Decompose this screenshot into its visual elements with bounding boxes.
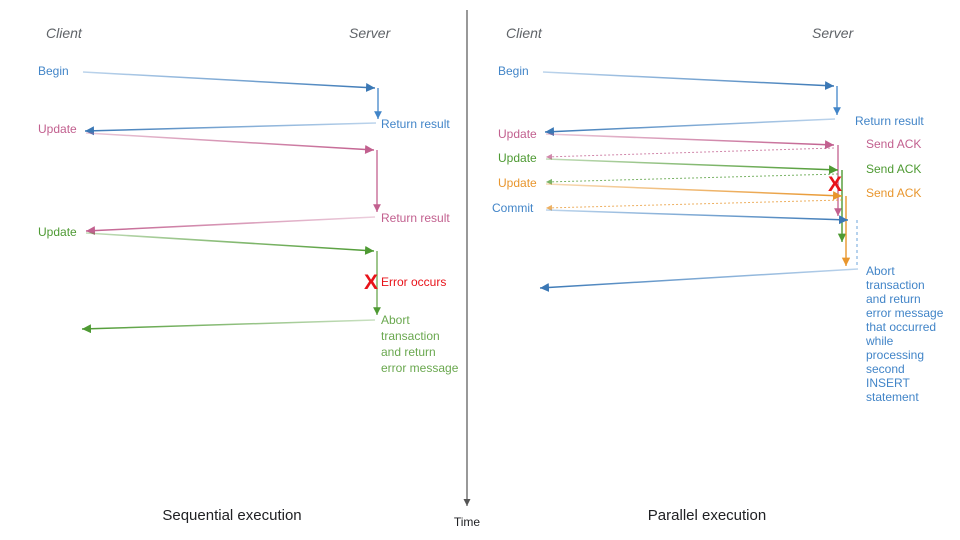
note-line: and return	[381, 345, 436, 359]
arrow-update2-request	[545, 158, 839, 175]
arrow-ack3-dotted	[545, 199, 843, 211]
label-begin: Begin	[38, 64, 69, 78]
lane-title-server: Server	[349, 25, 392, 41]
note-line: error message	[866, 306, 944, 320]
arrow-commit-request	[545, 209, 849, 225]
note-line: while	[865, 334, 894, 348]
label-begin: Begin	[498, 64, 529, 78]
label-send-ack-2: Send ACK	[866, 162, 921, 176]
arrow-begin-return	[84, 122, 377, 136]
note-line: transaction	[866, 278, 925, 292]
label-return-result-1: Return result	[381, 117, 450, 131]
label-commit: Commit	[492, 201, 534, 215]
note-line: error message	[381, 361, 459, 375]
note-line: INSERT	[866, 376, 910, 390]
arrow-update3-request	[545, 183, 843, 201]
error-x-icon: X	[828, 173, 842, 196]
note-line: statement	[866, 390, 919, 404]
label-send-ack-1: Send ACK	[866, 137, 921, 151]
error-x-icon: X	[364, 271, 378, 294]
label-error-occurs: Error occurs	[381, 275, 446, 289]
arrow-update1-return	[85, 216, 376, 236]
panel-sequential: Client Server Begin Update Update Retur	[38, 25, 459, 524]
note-abort-parallel: Abort transaction and return error messa…	[865, 264, 944, 404]
arrow-abort-return	[539, 268, 859, 292]
arrow-update2-request	[85, 232, 375, 255]
label-update-1: Update	[498, 127, 537, 141]
panel-parallel: Client Server	[492, 25, 944, 524]
lane-title-server: Server	[812, 25, 855, 41]
lane-title-client: Client	[506, 25, 543, 41]
note-line: Abort	[866, 264, 895, 278]
caption-parallel: Parallel execution	[648, 507, 766, 524]
label-return-result-2: Return result	[381, 211, 450, 225]
caption-sequential: Sequential execution	[162, 507, 301, 524]
time-axis-label: Time	[454, 515, 481, 529]
label-return-result: Return result	[855, 114, 924, 128]
arrow-update1-request	[545, 133, 835, 150]
note-line: Abort	[381, 313, 410, 327]
note-line: transaction	[381, 329, 440, 343]
arrow-begin-request	[542, 71, 835, 91]
arrow-ack1-dotted	[545, 147, 835, 160]
arrow-abort-return	[81, 319, 376, 334]
label-update-3: Update	[498, 176, 537, 190]
lane-title-client: Client	[46, 25, 83, 41]
note-line: and return	[866, 292, 921, 306]
note-abort-sequential: Abort transaction and return error messa…	[381, 313, 459, 375]
label-update-2: Update	[38, 225, 77, 239]
arrow-begin-request	[82, 71, 376, 93]
note-line: processing	[866, 348, 924, 362]
label-send-ack-3: Send ACK	[866, 186, 921, 200]
note-line: that occurred	[866, 320, 936, 334]
arrow-update1-request	[85, 132, 375, 154]
arrow-ack2-dotted	[545, 173, 839, 185]
label-update-1: Update	[38, 122, 77, 136]
note-line: second	[866, 362, 905, 376]
time-axis: Time	[454, 10, 481, 529]
label-update-2: Update	[498, 151, 537, 165]
arrow-begin-return	[544, 118, 836, 137]
